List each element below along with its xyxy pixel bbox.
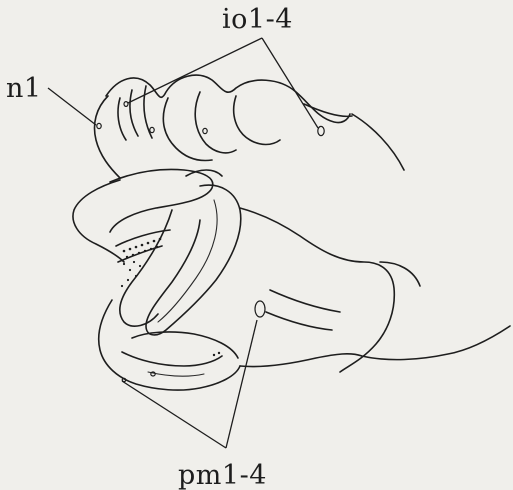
lower-jaw-inner bbox=[122, 352, 222, 366]
head-outline bbox=[73, 75, 510, 390]
tooth-band-top bbox=[116, 230, 170, 246]
infraorbital-pore-2 bbox=[150, 127, 154, 132]
head-top-line bbox=[106, 75, 350, 122]
cheek-arc bbox=[234, 96, 280, 145]
label-io1-4: io1-4 bbox=[222, 4, 293, 35]
lower-jaw-fold bbox=[132, 332, 238, 358]
upper-lip-outer bbox=[73, 180, 124, 262]
second-lobe bbox=[120, 210, 172, 326]
label-pm1-4: pm1-4 bbox=[178, 460, 267, 490]
upper-lip-fold bbox=[110, 170, 213, 233]
nape-line bbox=[352, 114, 404, 170]
leader-lines bbox=[48, 38, 318, 448]
leader-io-right bbox=[262, 38, 318, 128]
premaxillary-pore-large bbox=[255, 301, 265, 317]
snout-front bbox=[95, 96, 121, 178]
operculum-edge bbox=[380, 262, 420, 286]
flap-inner-line bbox=[158, 200, 217, 322]
cheek-body bbox=[240, 208, 394, 372]
leader-io-left bbox=[128, 38, 262, 103]
gill-line-1 bbox=[270, 290, 340, 312]
chin-line bbox=[148, 372, 204, 376]
premaxillary-pore-4 bbox=[218, 352, 220, 354]
leader-pm-right bbox=[226, 320, 257, 448]
leader-pm-left bbox=[122, 381, 226, 448]
infraorbital-pore-1 bbox=[124, 102, 128, 107]
infraorbital-pore-3 bbox=[203, 128, 207, 133]
sensory-pores bbox=[97, 102, 324, 382]
premaxillary-pore-1 bbox=[151, 372, 155, 376]
label-n1: n1 bbox=[6, 73, 42, 104]
snout-inner-2 bbox=[130, 90, 138, 136]
gill-line-2 bbox=[266, 312, 332, 330]
leader-n1 bbox=[48, 88, 96, 125]
tooth-band-bottom bbox=[118, 246, 162, 262]
infraorbital-pore-4 bbox=[318, 126, 324, 135]
nostril-pore-n1 bbox=[97, 123, 101, 128]
premaxillary-pore-2 bbox=[122, 378, 126, 381]
premaxillary-pore-3 bbox=[213, 354, 215, 356]
orbit-arc-2 bbox=[195, 92, 236, 153]
orbit-arc bbox=[163, 98, 212, 161]
tooth-stipple bbox=[121, 238, 161, 287]
snout-inner-1 bbox=[118, 98, 126, 140]
